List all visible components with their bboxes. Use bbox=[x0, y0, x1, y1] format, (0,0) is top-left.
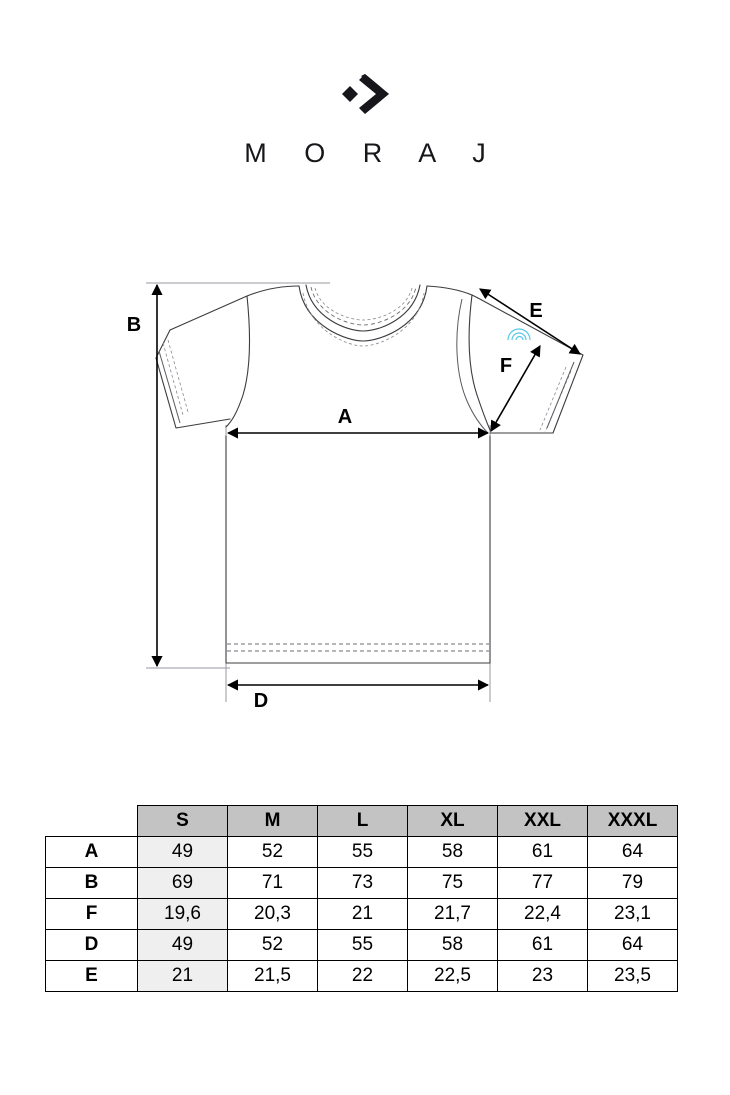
row-header-a: A bbox=[45, 836, 138, 868]
cell-d-s: 49 bbox=[137, 929, 228, 961]
cell-e-s: 21 bbox=[137, 960, 228, 992]
tshirt-diagram: B A D E F bbox=[0, 255, 730, 725]
column-header-xxxl: XXXL bbox=[587, 805, 678, 837]
cell-b-xl: 75 bbox=[407, 867, 498, 899]
cell-f-s: 19,6 bbox=[137, 898, 228, 930]
moraj-chevron-logo-icon bbox=[342, 74, 389, 114]
size-chart-table: S M L XL XXL XXXL A 49 52 55 58 61 64 B … bbox=[45, 805, 678, 992]
tshirt-outline bbox=[155, 284, 584, 664]
column-header-xxl: XXL bbox=[497, 805, 588, 837]
dimension-E: E bbox=[479, 288, 581, 355]
cell-d-xxxl: 64 bbox=[587, 929, 678, 961]
dimension-label-B: B bbox=[127, 314, 141, 336]
cell-e-xl: 22,5 bbox=[407, 960, 498, 992]
construction-lines bbox=[146, 282, 491, 702]
size-chart-table-wrapper: S M L XL XXL XXXL A 49 52 55 58 61 64 B … bbox=[45, 805, 678, 992]
column-header-m: M bbox=[227, 805, 318, 837]
table-row: E 21 21,5 22 22,5 23 23,5 bbox=[45, 960, 678, 992]
table-header-row: S M L XL XXL XXXL bbox=[46, 805, 678, 837]
table-row: F 19,6 20,3 21 21,7 22,4 23,1 bbox=[45, 898, 678, 930]
cell-f-xxl: 22,4 bbox=[497, 898, 588, 930]
dimension-D: D bbox=[226, 679, 490, 712]
row-header-e: E bbox=[45, 960, 138, 992]
cell-f-l: 21 bbox=[317, 898, 408, 930]
cell-b-l: 73 bbox=[317, 867, 408, 899]
brand-wordmark: M O R A J bbox=[244, 138, 501, 168]
table-row: B 69 71 73 75 77 79 bbox=[45, 867, 678, 899]
sleeve-logo-patch-icon bbox=[507, 328, 531, 341]
cell-e-xxl: 23 bbox=[497, 960, 588, 992]
table-row: A 49 52 55 58 61 64 bbox=[45, 836, 678, 868]
cell-e-m: 21,5 bbox=[227, 960, 318, 992]
cell-f-m: 20,3 bbox=[227, 898, 318, 930]
column-header-l: L bbox=[317, 805, 408, 837]
cell-b-xxl: 77 bbox=[497, 867, 588, 899]
hem-stitching bbox=[227, 643, 489, 652]
cell-e-l: 22 bbox=[317, 960, 408, 992]
dimension-A: A bbox=[226, 406, 490, 439]
cell-b-xxxl: 79 bbox=[587, 867, 678, 899]
table-corner-cell bbox=[46, 806, 138, 837]
cell-d-xxl: 61 bbox=[497, 929, 588, 961]
column-header-xl: XL bbox=[407, 805, 498, 837]
cell-d-m: 52 bbox=[227, 929, 318, 961]
cell-b-m: 71 bbox=[227, 867, 318, 899]
cell-a-xl: 58 bbox=[407, 836, 498, 868]
dimension-label-F: F bbox=[500, 355, 512, 377]
cell-f-xl: 21,7 bbox=[407, 898, 498, 930]
row-header-d: D bbox=[45, 929, 138, 961]
dimension-F: F bbox=[490, 345, 541, 432]
brand-header: M O R A J bbox=[0, 70, 730, 169]
cell-e-xxxl: 23,5 bbox=[587, 960, 678, 992]
cell-a-l: 55 bbox=[317, 836, 408, 868]
table-row: D 49 52 55 58 61 64 bbox=[45, 929, 678, 961]
cell-b-s: 69 bbox=[137, 867, 228, 899]
tshirt-measurement-svg: B A D E F bbox=[127, 282, 584, 712]
cell-d-l: 55 bbox=[317, 929, 408, 961]
dimension-label-D: D bbox=[254, 690, 268, 712]
row-header-b: B bbox=[45, 867, 138, 899]
dimension-label-E: E bbox=[529, 300, 542, 322]
cell-a-xxl: 61 bbox=[497, 836, 588, 868]
dimension-label-A: A bbox=[338, 406, 352, 428]
cell-f-xxxl: 23,1 bbox=[587, 898, 678, 930]
dimension-B: B bbox=[127, 283, 163, 668]
cell-d-xl: 58 bbox=[407, 929, 498, 961]
column-header-s: S bbox=[137, 805, 228, 837]
cell-a-xxxl: 64 bbox=[587, 836, 678, 868]
cell-a-m: 52 bbox=[227, 836, 318, 868]
row-header-f: F bbox=[45, 898, 138, 930]
cell-a-s: 49 bbox=[137, 836, 228, 868]
